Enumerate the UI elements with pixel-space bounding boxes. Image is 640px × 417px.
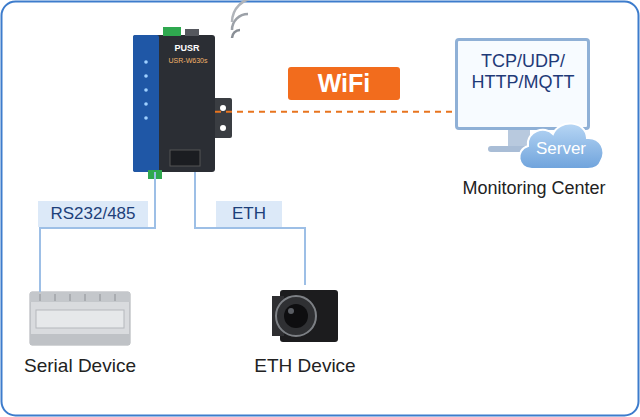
interface-tag: ETH	[216, 201, 282, 227]
bracket-hole	[220, 105, 226, 111]
wifi-arc	[232, 0, 256, 22]
plc-ridge	[115, 294, 116, 301]
lens-glass	[284, 304, 308, 328]
plc-ridge	[40, 294, 41, 301]
eth-link	[195, 172, 305, 285]
terminal-block	[148, 170, 162, 179]
industrial-camera	[272, 290, 338, 342]
led	[144, 88, 148, 92]
gateway-device: PUSR USR-W630s	[133, 35, 215, 172]
camera-lens	[276, 296, 316, 336]
server-cloud: Server	[514, 117, 608, 171]
led	[144, 74, 148, 78]
plc-ridge	[55, 294, 56, 301]
serial-link	[40, 172, 155, 292]
gateway-device	[133, 0, 256, 179]
led	[144, 60, 148, 64]
bracket-hole	[220, 125, 226, 131]
plc-body	[30, 292, 130, 345]
db9-port	[185, 29, 199, 36]
eth-device: ETH Device	[272, 285, 338, 345]
eth-port	[170, 150, 200, 166]
node-caption: Serial Device	[5, 355, 155, 377]
device-panel	[133, 35, 159, 172]
wifi-badge: WiFi	[288, 67, 400, 100]
lens-highlight	[288, 308, 294, 314]
plc-ridge	[70, 294, 71, 301]
wifi-arc	[232, 14, 248, 30]
plc-ridge	[85, 294, 86, 301]
device-body	[133, 35, 215, 172]
plc-panel	[36, 310, 124, 328]
device-model: USR-W630s	[161, 57, 215, 65]
interface-tag: RS232/485	[38, 201, 148, 227]
led	[144, 102, 148, 106]
wifi-link	[215, 111, 455, 113]
monitor-screen: TCP/UDP/ HTTP/MQTTMonitoring CenterServe…	[455, 38, 590, 130]
led	[144, 116, 148, 120]
monitor-neck	[508, 130, 530, 148]
cloud-text: Server	[514, 139, 608, 159]
plc-ridge	[100, 294, 101, 301]
plc-bottom	[30, 334, 130, 345]
protocol-text: TCP/UDP/ HTTP/MQTT	[464, 51, 582, 92]
node-caption: Monitoring Center	[450, 178, 618, 199]
plc-device	[30, 292, 130, 345]
wifi-arc	[232, 30, 240, 38]
node-caption: ETH Device	[237, 355, 373, 377]
plc-top	[30, 292, 130, 302]
terminal-block	[163, 27, 181, 36]
serial-device: Serial Device	[30, 292, 130, 345]
device-brand: PUSR	[161, 43, 213, 53]
